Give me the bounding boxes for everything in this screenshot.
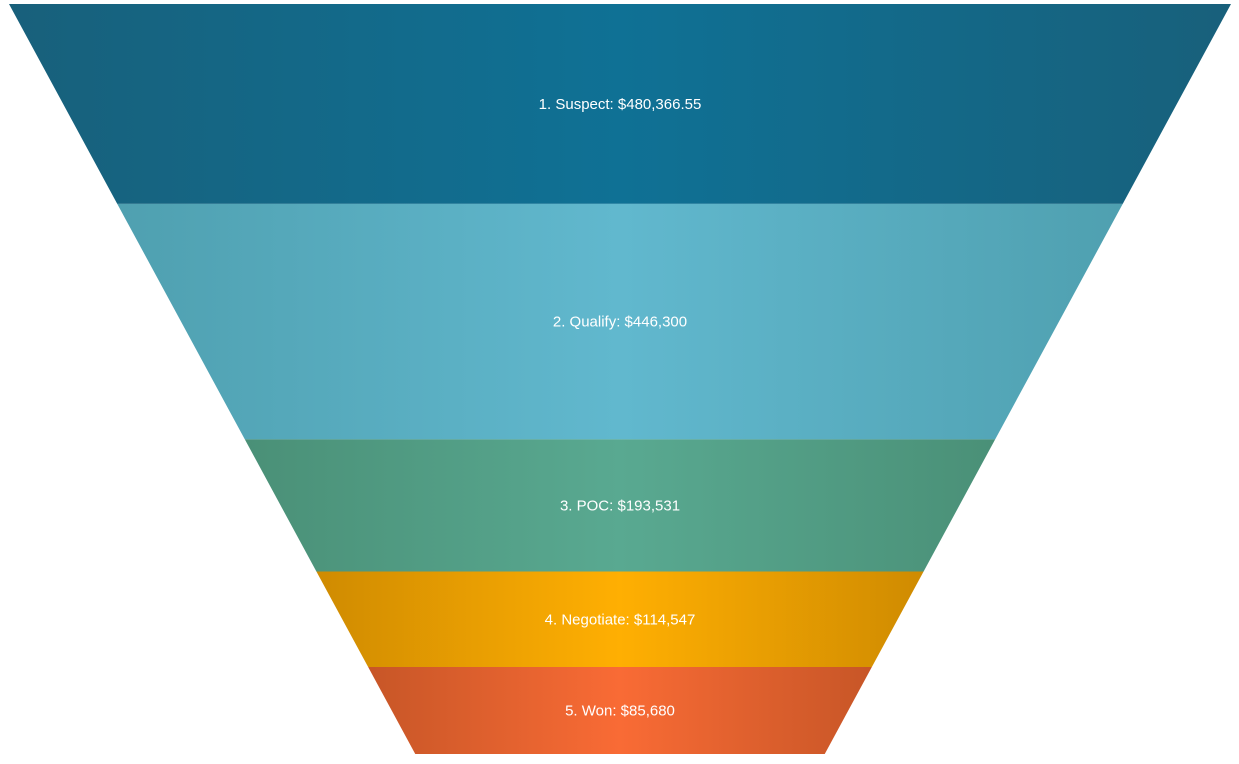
funnel-segment-qualify[interactable] xyxy=(117,203,1123,440)
funnel-segment-won[interactable] xyxy=(368,667,872,754)
funnel-segment-negotiate[interactable] xyxy=(316,571,924,668)
funnel-segment-label-negotiate: 4. Negotiate: $114,547 xyxy=(545,611,696,628)
funnel-segment-poc[interactable] xyxy=(244,439,996,572)
funnel-segment-label-qualify: 2. Qualify: $446,300 xyxy=(553,314,687,331)
funnel-segment-suspect[interactable] xyxy=(9,4,1231,204)
funnel-segment-label-suspect: 1. Suspect: $480,366.55 xyxy=(539,96,702,113)
funnel-segment-label-won: 5. Won: $85,680 xyxy=(565,703,675,720)
funnel-segment-label-poc: 3. POC: $193,531 xyxy=(560,497,680,514)
